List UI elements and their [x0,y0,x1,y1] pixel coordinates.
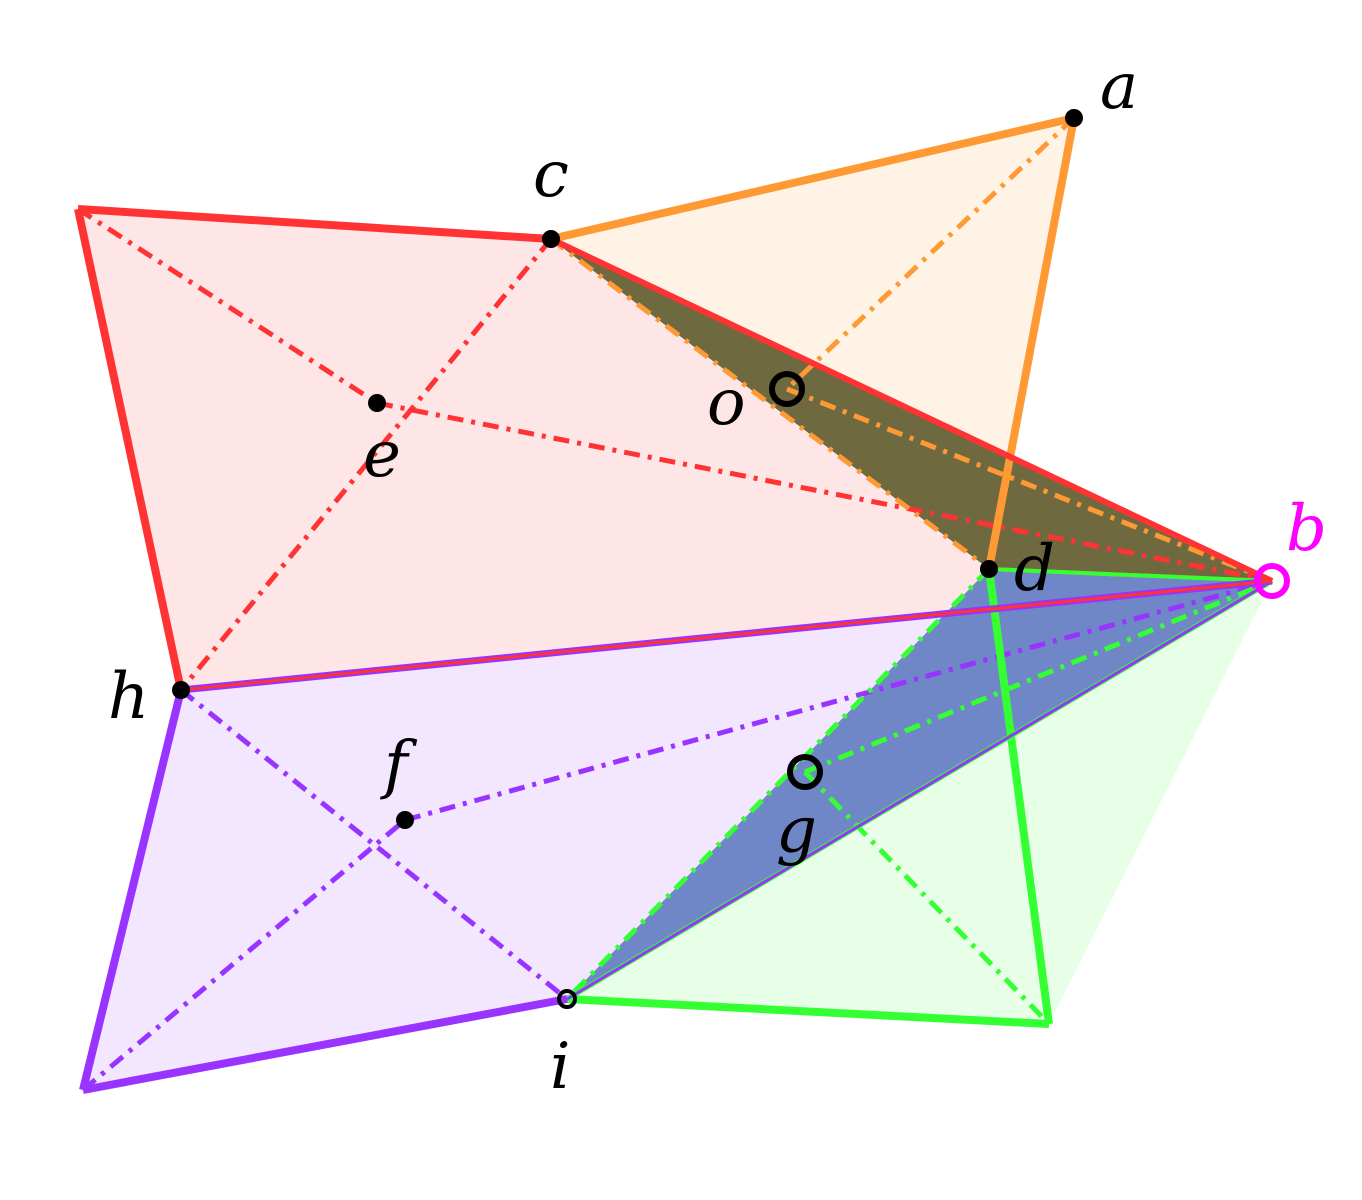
green-diagonal-d-i [565,567,991,1001]
point-h [172,681,190,699]
label-i: i [550,1030,570,1104]
orange-diagonal-o-b [786,386,1273,584]
point-c [542,230,560,248]
label-g: g [776,794,817,868]
green-diagonal-g-corner [803,770,1051,1026]
points [172,109,1290,1009]
orange-diagonals [549,116,1273,584]
point-g [787,754,823,790]
red-diagonal-ce-h [179,237,553,692]
point-labels: a b c d e f g h i o [108,50,1327,1104]
red-edge-h-b [180,579,1273,692]
red-edge-corner-c [77,205,552,243]
point-i [557,989,577,1009]
red-edge-c-b [549,236,1274,584]
orange-quad-fill [551,118,1272,581]
orange-edge-c-a [550,114,1075,243]
green-edge-d-b [988,567,1273,583]
label-d: d [1014,532,1055,606]
orange-diagonal-a-o [785,116,1076,391]
point-a [1065,109,1083,127]
label-b: b [1286,492,1327,566]
red-quad-fill [78,209,1272,690]
purple-edge-h-corner [79,689,185,1091]
purple-diagonal-f-b [404,578,1273,823]
label-a: a [1100,50,1138,124]
green-edge-corner-i [566,995,1050,1028]
green-edge-d-corner [985,568,1053,1025]
point-e [368,394,386,412]
purple-diagonals [81,578,1273,1092]
purple-edge-corner-i [82,995,568,1094]
blue-triangle-idb [567,569,1272,999]
purple-diagonal-h-i [179,688,569,1001]
label-o: o [707,366,746,440]
label-e: e [363,418,401,492]
red-diagonal-e-b [376,400,1273,584]
point-o [769,371,805,407]
purple-edge-i-b [566,579,1273,1001]
red-outline [74,205,1274,692]
red-diagonal-corner-e [76,206,379,406]
label-c: c [533,138,569,212]
point-b [1254,563,1290,599]
purple-diagonal-corner-f [81,818,407,1092]
red-diagonals [76,206,1273,692]
label-h: h [108,660,149,734]
point-d [980,560,998,578]
red-edge-corner-h [74,208,185,691]
green-diagonals [565,567,1273,1026]
orange-diagonal-c-d [549,237,991,571]
point-f [396,811,414,829]
green-diagonal-g-b [804,578,1273,775]
orange-edge-a-d [985,117,1078,570]
